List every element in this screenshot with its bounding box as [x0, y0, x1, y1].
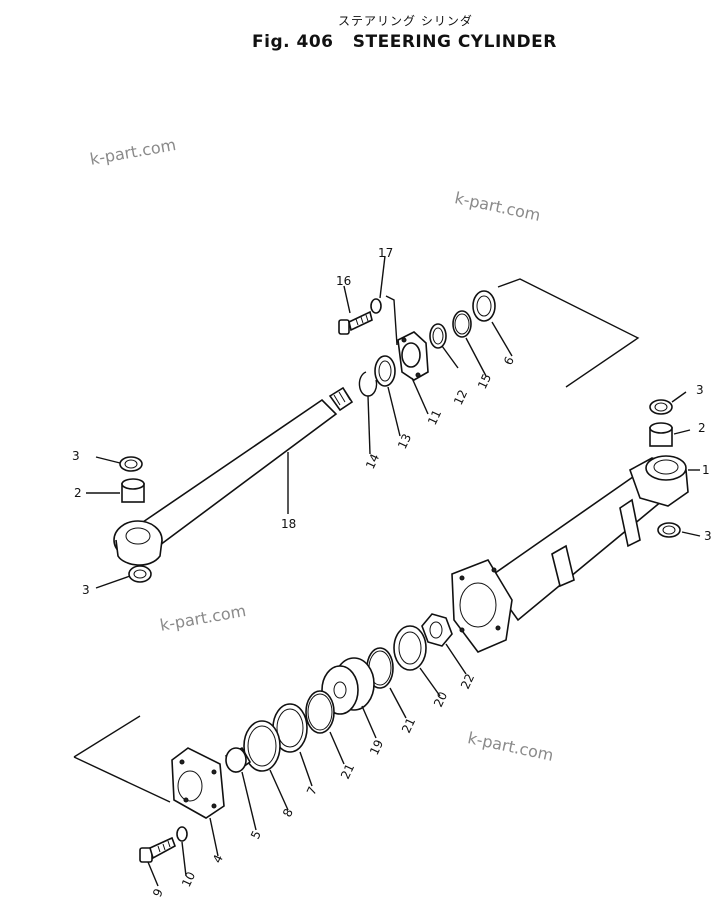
figure-number: Fig. 406	[252, 32, 334, 52]
title-japanese: ステアリング シリンダ	[338, 14, 473, 28]
washer-part-17	[370, 298, 382, 314]
callout-10: 10	[179, 870, 198, 890]
callout-13: 13	[395, 432, 414, 452]
bolt-part-9	[139, 836, 176, 863]
cover-part-4	[171, 747, 225, 819]
callout-6: 6	[501, 354, 517, 367]
callout-3: 3	[82, 583, 90, 597]
callout-2: 2	[698, 421, 706, 435]
cylinder-tube-part-1	[451, 455, 689, 653]
callout-9: 9	[150, 886, 166, 899]
bushing-part-2-left	[121, 478, 145, 503]
callout-21: 21	[399, 716, 418, 736]
reference-line-bottom	[73, 715, 171, 803]
callout-leaders	[86, 255, 701, 887]
figure-name: STEERING CYLINDER	[352, 32, 557, 52]
reference-line-top	[497, 278, 640, 388]
callout-5: 5	[248, 828, 264, 841]
rod-cover-part-11	[397, 331, 429, 381]
callout-2: 2	[74, 486, 82, 500]
bearing-part-3-lower-right	[657, 522, 681, 538]
callout-3: 3	[704, 529, 712, 543]
snap-ring-part-14	[358, 371, 378, 397]
callout-17: 17	[378, 246, 393, 260]
nut-part-22	[421, 613, 453, 647]
bearing-part-3-lower-left	[128, 565, 152, 583]
bearing-part-3-upper-right	[649, 399, 673, 415]
o-ring-part-15	[452, 310, 472, 338]
callout-1: 1	[702, 463, 710, 477]
ring-part-12	[429, 323, 447, 349]
callout-7: 7	[304, 784, 320, 797]
callout-22: 22	[458, 672, 477, 692]
bushing-part-5	[224, 746, 252, 774]
piston-rod-part-18	[113, 386, 354, 566]
callout-20: 20	[431, 690, 450, 710]
callout-3: 3	[72, 449, 80, 463]
bushing-part-2-right	[649, 422, 673, 447]
bolt-part-16	[338, 310, 373, 335]
callout-14: 14	[363, 452, 382, 472]
figure-title: Fig. 406 STEERING CYLINDER	[252, 32, 556, 52]
bearing-part-3-upper-left	[119, 456, 143, 472]
ring-part-8	[243, 720, 281, 772]
reference-line-17	[385, 295, 398, 346]
washer-part-10	[176, 826, 188, 842]
bushing-part-13	[374, 355, 396, 387]
ring-part-21-lower	[305, 690, 335, 734]
callout-11: 11	[425, 408, 444, 428]
callout-21: 21	[338, 762, 357, 782]
callout-12: 12	[451, 388, 470, 408]
callout-16: 16	[336, 274, 351, 288]
callout-18: 18	[281, 517, 296, 531]
callout-15: 15	[475, 372, 494, 392]
callout-3: 3	[696, 383, 704, 397]
callout-19: 19	[367, 738, 386, 758]
dust-seal-part-6	[472, 290, 496, 322]
